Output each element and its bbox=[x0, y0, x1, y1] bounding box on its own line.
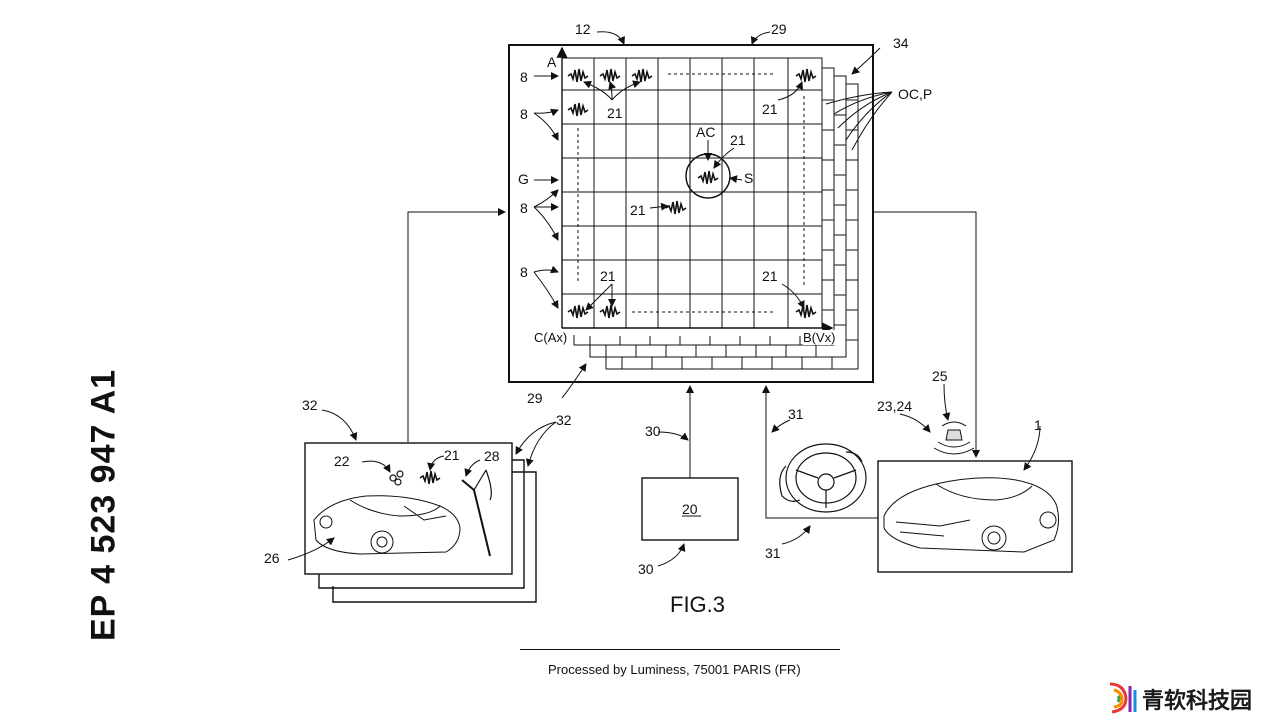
card-leaders bbox=[287, 409, 557, 561]
label-29-top: 29 bbox=[771, 21, 787, 37]
label-BVx: B(Vx) bbox=[803, 330, 836, 345]
matrix-layers bbox=[573, 67, 859, 370]
vehicle-box bbox=[877, 460, 1073, 573]
label-21-a: 21 bbox=[607, 105, 623, 121]
label-26: 26 bbox=[264, 550, 280, 566]
label-32-left: 32 bbox=[302, 397, 318, 413]
label-21-f: 21 bbox=[762, 268, 778, 284]
label-28: 28 bbox=[484, 448, 500, 464]
connectors bbox=[407, 208, 980, 519]
sound-source-icon bbox=[933, 421, 975, 455]
label-20: 20 bbox=[682, 501, 698, 517]
label-OCP: OC,P bbox=[898, 86, 933, 102]
label-32-right: 32 bbox=[556, 412, 572, 428]
matrix-frame bbox=[508, 44, 874, 383]
label-23-24: 23,24 bbox=[877, 398, 913, 414]
label-34: 34 bbox=[893, 35, 909, 51]
label-31-top: 31 bbox=[788, 406, 804, 422]
control-unit-box bbox=[641, 477, 739, 541]
label-12: 12 bbox=[575, 21, 591, 37]
label-8-a: 8 bbox=[520, 69, 528, 85]
footer-processed-by: Processed by Luminess, 75001 PARIS (FR) bbox=[548, 662, 801, 677]
label-21-b: 21 bbox=[762, 101, 778, 117]
card-icons bbox=[389, 469, 492, 557]
label-S: S bbox=[744, 170, 754, 186]
label-21-card: 21 bbox=[444, 447, 460, 463]
label-21-d: 21 bbox=[630, 202, 646, 218]
watermark-text: 青软科技园 bbox=[1142, 689, 1253, 714]
footer-divider bbox=[520, 649, 840, 650]
label-A: A bbox=[547, 54, 557, 70]
leader-lines bbox=[533, 31, 881, 399]
label-21-c: 21 bbox=[730, 132, 746, 148]
label-25: 25 bbox=[932, 368, 948, 384]
steering-wheel-illustration bbox=[779, 443, 867, 513]
figure-caption: FIG.3 bbox=[670, 592, 726, 617]
label-AC: AC bbox=[696, 124, 716, 140]
label-21-e: 21 bbox=[600, 268, 616, 284]
label-31-bottom: 31 bbox=[765, 545, 781, 561]
box-leaders bbox=[657, 383, 1041, 567]
label-29-bottom: 29 bbox=[527, 390, 543, 406]
label-G: G bbox=[518, 171, 529, 187]
oc-leaders bbox=[825, 91, 893, 151]
watermark-logo-icon bbox=[1109, 682, 1137, 714]
label-22: 22 bbox=[334, 453, 350, 469]
car-illustration-card bbox=[313, 495, 461, 555]
label-8-d: 8 bbox=[520, 264, 528, 280]
car-illustration-vehicle bbox=[883, 477, 1060, 553]
label-CAx: C(Ax) bbox=[534, 330, 568, 345]
label-8-b: 8 bbox=[520, 106, 528, 122]
label-1: 1 bbox=[1034, 417, 1042, 433]
label-30-top: 30 bbox=[645, 423, 661, 439]
matrix-dashes bbox=[577, 73, 805, 313]
label-8-c: 8 bbox=[520, 200, 528, 216]
label-30-bottom: 30 bbox=[638, 561, 654, 577]
